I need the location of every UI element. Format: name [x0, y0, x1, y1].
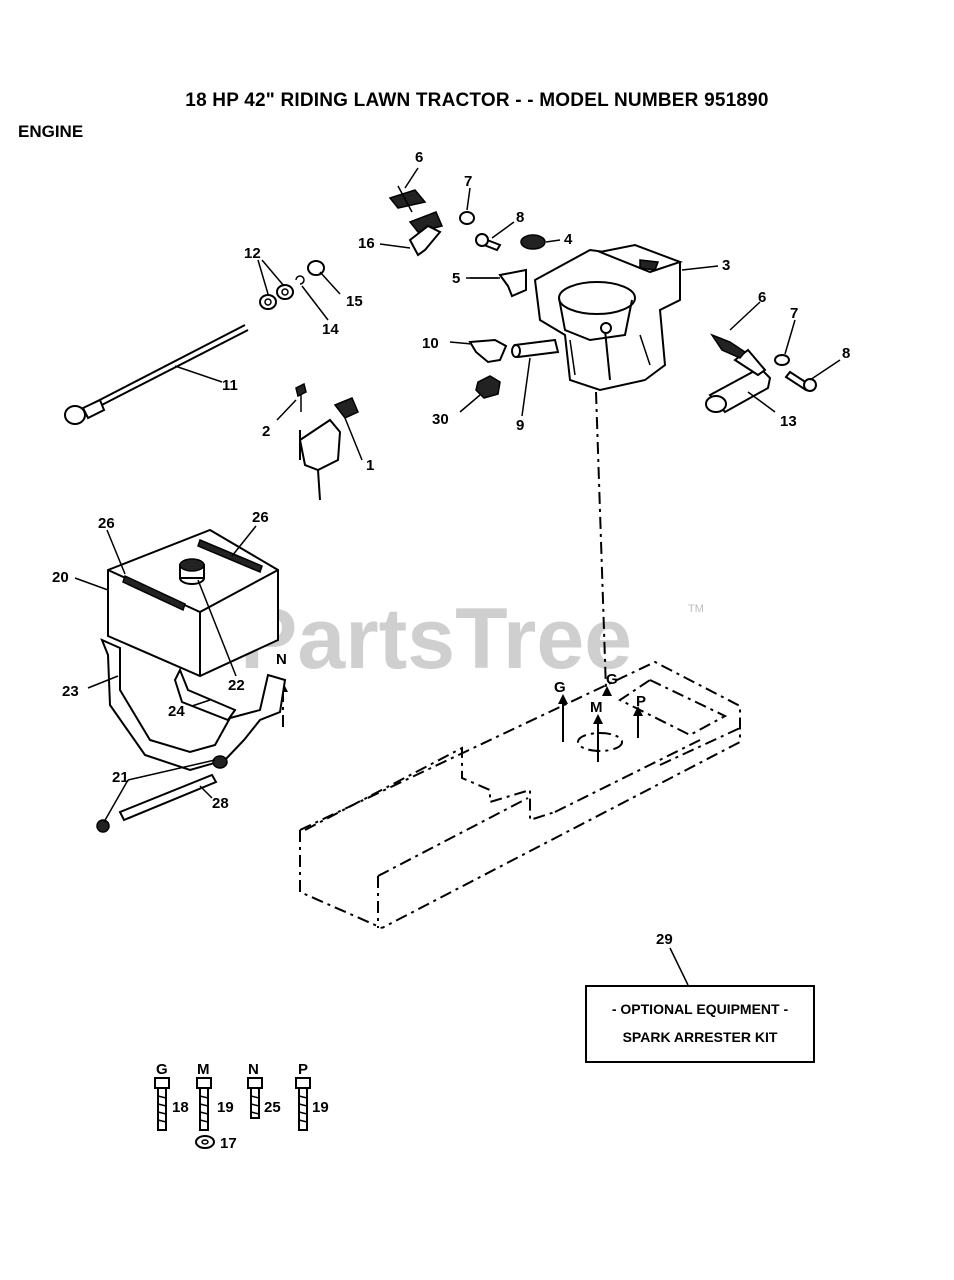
exhaust-bracket[interactable] [408, 224, 442, 257]
hardware-bolt-p[interactable] [295, 1077, 311, 1131]
oil-fill-cap[interactable] [520, 234, 546, 250]
muffler[interactable] [705, 348, 772, 414]
key-letter-n: N [248, 1061, 259, 1078]
callout-19-m: 19 [217, 1099, 234, 1116]
retaining-clip[interactable] [295, 275, 305, 285]
section-label: ENGINE [18, 122, 84, 141]
frame-bolt-arrows [278, 391, 643, 762]
hardware-bolt-m[interactable] [196, 1077, 212, 1131]
callout-21: 21 [112, 769, 129, 786]
letter-m-frame: M [590, 699, 603, 716]
oil-drain-extension[interactable] [511, 338, 560, 359]
exhaust-clamp-right[interactable] [710, 333, 747, 359]
callout-13: 13 [780, 413, 797, 430]
callout-7-upper: 7 [464, 173, 472, 190]
key-letter-g: G [156, 1061, 168, 1078]
engine-bracket[interactable] [470, 268, 527, 298]
drain-plug[interactable] [475, 375, 501, 399]
letter-g-frame-right: G [606, 671, 618, 688]
throttle-screw[interactable] [295, 382, 307, 412]
callout-20: 20 [52, 569, 69, 586]
callout-26-left: 26 [98, 515, 115, 532]
choke-cable[interactable] [64, 324, 249, 425]
callout-29: 29 [656, 931, 673, 948]
tractor-frame [299, 660, 741, 929]
callout-12: 12 [244, 245, 261, 262]
letter-g-frame-left: G [554, 679, 566, 696]
callout-17: 17 [220, 1135, 237, 1152]
callout-4: 4 [564, 231, 573, 248]
engine[interactable] [533, 243, 683, 392]
tank-bracket[interactable] [100, 638, 287, 772]
callout-5: 5 [452, 270, 460, 287]
hardware-washer-17[interactable] [195, 1135, 215, 1149]
callout-25: 25 [264, 1099, 281, 1116]
callout-2: 2 [262, 423, 270, 440]
callout-8-upper: 8 [516, 209, 524, 226]
callout-1: 1 [366, 457, 374, 474]
callout-15: 15 [346, 293, 363, 310]
key-letter-m: M [197, 1061, 210, 1078]
diagram-title: 18 HP 42" RIDING LAWN TRACTOR - - MODEL … [185, 90, 769, 111]
callout-22: 22 [228, 677, 245, 694]
lock-washer-right[interactable] [774, 354, 790, 366]
watermark: PartsTree [240, 591, 632, 687]
callout-10: 10 [422, 335, 439, 352]
leader-lines [74, 167, 841, 986]
fuel-line-clamp-lower[interactable] [96, 819, 110, 833]
tank-strip-right[interactable] [197, 538, 263, 574]
optional-equipment-label: - OPTIONAL EQUIPMENT - [611, 1001, 789, 1017]
callout-19-p: 19 [312, 1099, 329, 1116]
callout-16: 16 [358, 235, 375, 252]
washer-left[interactable] [259, 294, 277, 310]
trademark: TM [688, 603, 704, 615]
letter-p-frame: P [636, 693, 646, 710]
tank-strap[interactable] [173, 667, 237, 722]
tank-strip-left[interactable] [122, 574, 186, 612]
fuel-line-clamp-upper[interactable] [212, 755, 228, 769]
callout-28: 28 [212, 795, 229, 812]
callout-8-right: 8 [842, 345, 850, 362]
washer-right[interactable] [276, 284, 294, 300]
callout-7-right: 7 [790, 305, 798, 322]
callout-9: 9 [516, 417, 524, 434]
callout-24: 24 [168, 703, 185, 720]
callout-11: 11 [222, 377, 238, 394]
lock-washer-upper[interactable] [459, 211, 475, 225]
bolt-right[interactable] [784, 370, 817, 392]
oil-drain-elbow[interactable] [468, 338, 508, 364]
spark-arrester-kit-label: SPARK ARRESTER KIT [622, 1029, 778, 1045]
optional-equipment-box: - OPTIONAL EQUIPMENT - SPARK ARRESTER KI… [585, 985, 815, 1063]
fuel-cap[interactable] [179, 558, 205, 585]
callout-26-right: 26 [252, 509, 269, 526]
bolt-upper[interactable] [475, 233, 502, 252]
key-letter-p: P [298, 1061, 308, 1078]
callout-23: 23 [62, 683, 79, 700]
callout-30: 30 [432, 411, 449, 428]
callout-18: 18 [172, 1099, 189, 1116]
fuel-line[interactable] [118, 773, 218, 822]
throttle-control[interactable] [298, 397, 359, 501]
hardware-bolt-n[interactable] [247, 1077, 263, 1119]
callout-6-right: 6 [758, 289, 766, 306]
callout-3: 3 [722, 257, 730, 274]
cable-nut[interactable] [307, 260, 325, 276]
hardware-bolt-g[interactable] [154, 1077, 170, 1131]
letter-n-bracket: N [276, 651, 287, 668]
callout-6-upper: 6 [415, 149, 423, 166]
exhaust-clamp-upper[interactable] [388, 185, 444, 233]
callout-14: 14 [322, 321, 339, 338]
